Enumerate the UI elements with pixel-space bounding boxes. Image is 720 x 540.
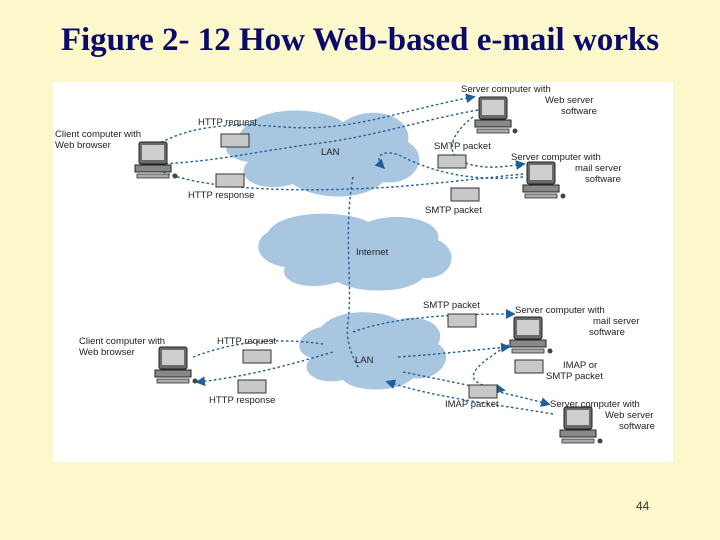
- top-web-server-label-3: software: [561, 106, 597, 117]
- bottom-mail-server-label-1: Server computer with: [515, 305, 605, 316]
- top-smtp-packet-1-label: SMTP packet: [434, 141, 491, 152]
- page-number: 44: [636, 499, 650, 513]
- top-web-server-label-1: Server computer with: [461, 84, 551, 95]
- internet-cloud: [258, 213, 452, 291]
- bottom-client-computer-icon: [154, 346, 198, 384]
- top-client-label-2: Web browser: [55, 140, 111, 151]
- top-http-request-packet: [220, 133, 250, 148]
- bottom-imap-or-smtp-label-1: IMAP or: [563, 360, 597, 371]
- bottom-client-label-1: Client computer with: [79, 336, 165, 347]
- bottom-smtp-packet-label: SMTP packet: [423, 300, 480, 311]
- bottom-imap-or-smtp-packet: [514, 359, 544, 374]
- bottom-web-server-label-3: software: [619, 421, 655, 432]
- bottom-mail-server-computer-icon: [509, 316, 553, 354]
- bottom-imap-packet-label: IMAP packet: [445, 399, 499, 410]
- diagram-canvas: Client computer with Web browser HTTP re…: [55, 84, 655, 444]
- slide-title: Figure 2- 12 How Web-based e-mail works: [60, 22, 660, 58]
- bottom-web-server-label-2: Web server: [605, 410, 653, 421]
- top-mail-server-computer-icon: [522, 161, 566, 199]
- bottom-http-response-label: HTTP response: [209, 395, 275, 406]
- top-smtp-packet-2-label: SMTP packet: [425, 205, 482, 216]
- top-lan-cloud: [226, 110, 420, 197]
- bottom-web-server-label-1: Server computer with: [550, 399, 640, 410]
- top-client-label-1: Client computer with: [55, 129, 141, 140]
- internet-label: Internet: [356, 247, 389, 258]
- bottom-http-request-label: HTTP request: [217, 336, 276, 347]
- bottom-lan-label: LAN: [355, 355, 374, 366]
- bottom-http-request-packet: [242, 349, 272, 364]
- bottom-mail-server-label-2: mail server: [593, 316, 639, 327]
- top-smtp-packet-1: [437, 154, 467, 169]
- top-http-response-packet: [215, 173, 245, 188]
- email-diagram: Client computer with Web browser HTTP re…: [53, 82, 673, 462]
- bottom-http-response-packet: [237, 379, 267, 394]
- top-web-server-label-2: Web server: [545, 95, 593, 106]
- bottom-imap-or-smtp-label-2: SMTP packet: [546, 371, 603, 382]
- top-http-request-label: HTTP request: [198, 117, 257, 128]
- top-lan-label: LAN: [321, 147, 340, 158]
- top-http-response-label: HTTP response: [188, 190, 254, 201]
- bottom-imap-packet: [468, 384, 498, 399]
- bottom-web-server-computer-icon: [559, 406, 603, 444]
- top-smtp-packet-2: [450, 187, 480, 202]
- top-client-computer-icon: [134, 141, 178, 179]
- bottom-mail-server-label-3: software: [589, 327, 625, 338]
- bottom-lan-cloud: [299, 312, 447, 390]
- top-web-server-computer-icon: [474, 96, 518, 134]
- bottom-smtp-packet: [447, 313, 477, 328]
- top-mail-server-label-2: mail server: [575, 163, 621, 174]
- bottom-client-label-2: Web browser: [79, 347, 135, 358]
- top-mail-server-label-3: software: [585, 174, 621, 185]
- top-mail-server-label-1: Server computer with: [511, 152, 601, 163]
